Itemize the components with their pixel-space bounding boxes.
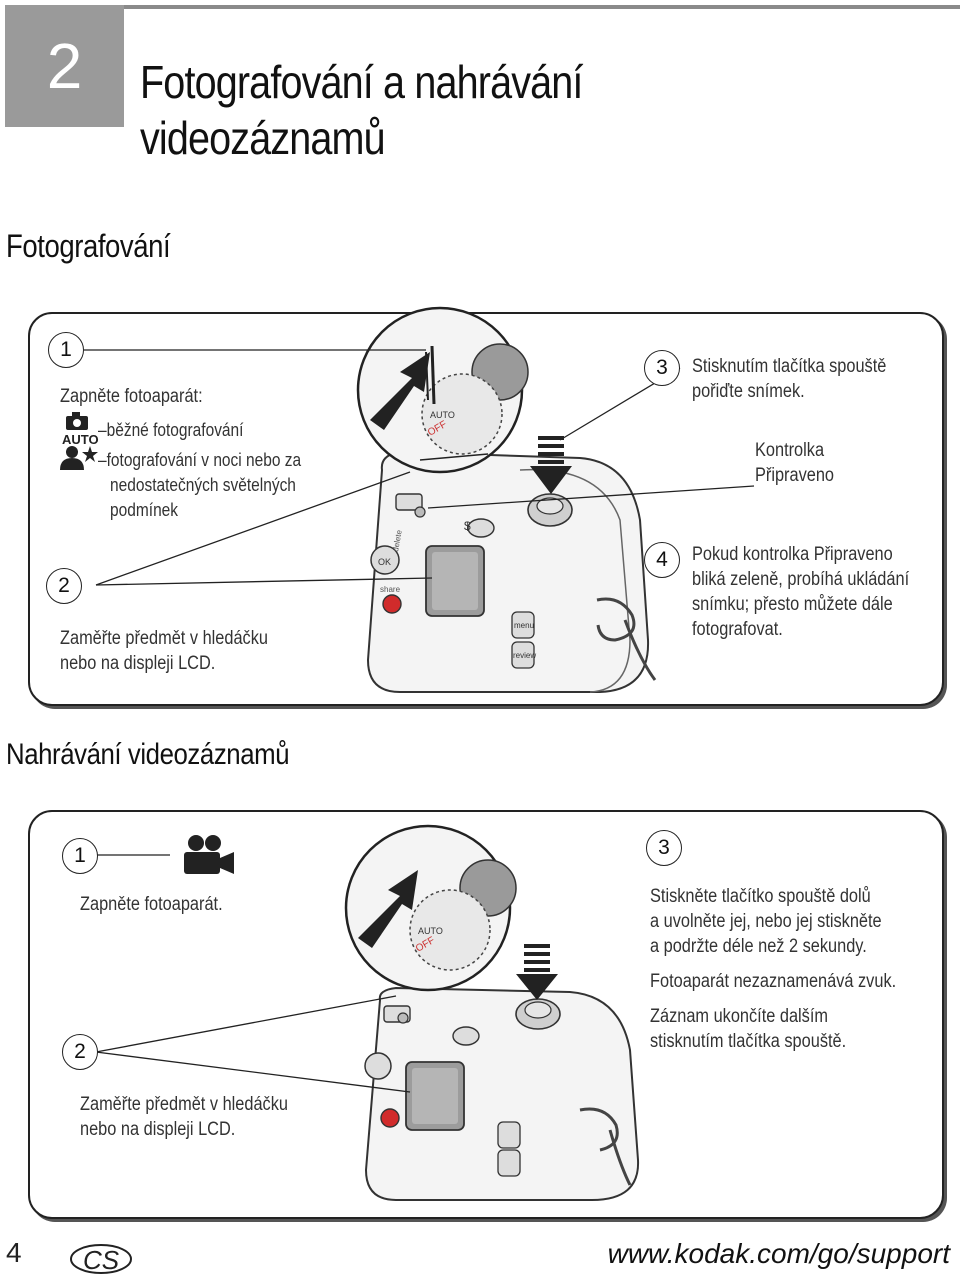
mode-dial-zoom-video: AUTO OFF bbox=[344, 824, 517, 992]
flash-button-video bbox=[452, 1026, 480, 1046]
step-3-video-line3: a podržte déle než 2 sekundy. bbox=[650, 936, 867, 957]
support-url-link[interactable]: www.kodak.com/go/support bbox=[607, 1238, 950, 1269]
svg-text:share: share bbox=[380, 585, 401, 594]
step-1-badge-video: 1 bbox=[62, 838, 98, 874]
press-arrow-video bbox=[516, 944, 558, 1000]
step-4-text-photo: Pokud kontrolka Připraveno bliká zeleně,… bbox=[692, 542, 909, 642]
camera-body-video bbox=[364, 986, 640, 1201]
step-3-video-line2: a uvolněte jej, nebo jej stiskněte bbox=[650, 911, 882, 932]
step-2-line1: Zaměřte předmět v hledáčku bbox=[60, 628, 268, 649]
chapter-number: 2 bbox=[46, 30, 83, 102]
svg-text:AUTO: AUTO bbox=[430, 410, 455, 420]
step-4-line2: bliká zeleně, probíhá ukládání bbox=[692, 569, 910, 590]
menu-button-video bbox=[497, 1121, 521, 1149]
step-2-video-line1: Zaměřte předmět v hledáčku bbox=[80, 1094, 288, 1115]
chapter-title-line2: videozáznamů bbox=[140, 112, 386, 164]
step-1-intro: Zapněte fotoaparát: bbox=[60, 386, 203, 407]
step-4-line1: Pokud kontrolka Připraveno bbox=[692, 544, 893, 565]
review-button-photo bbox=[511, 641, 535, 669]
section-heading-photo: Fotografování bbox=[6, 228, 171, 264]
viewfinder-photo bbox=[395, 493, 423, 511]
step-4-badge-photo: 4 bbox=[644, 542, 680, 578]
mode-dial-zoom-photo: AUTO OFF bbox=[356, 306, 529, 474]
step-3-line2: pořiďte snímek. bbox=[692, 381, 805, 402]
press-arrow-photo bbox=[530, 436, 572, 494]
flash-button-photo bbox=[467, 518, 495, 538]
ready-light-video bbox=[397, 1012, 409, 1024]
chapter-title-line1: Fotografování a nahrávání bbox=[140, 56, 583, 108]
menu-button-photo bbox=[511, 611, 535, 639]
review-button-video bbox=[497, 1149, 521, 1177]
step-2-text-photo: Zaměřte předmět v hledáčku nebo na displ… bbox=[60, 626, 268, 676]
svg-text:AUTO: AUTO bbox=[418, 926, 443, 936]
night-mode-icon bbox=[60, 446, 98, 470]
step-1-text-video: Zapněte fotoaparát. bbox=[80, 894, 223, 915]
step-3-video-line6: stisknutím tlačítka spouště. bbox=[650, 1031, 847, 1052]
section-heading-video: Nahrávání videozáznamů bbox=[6, 738, 290, 771]
mode-night-desc-line1: –fotografování v noci nebo za bbox=[98, 450, 302, 470]
mode-night-desc-line2: nedostatečných světelných bbox=[110, 475, 296, 495]
camera-auto-icon bbox=[66, 412, 88, 430]
step-3-badge-video: 3 bbox=[646, 830, 682, 866]
step-3-text-video: Stiskněte tlačítko spouště dolů a uvolně… bbox=[650, 884, 896, 1054]
step-4-line4: fotografovat. bbox=[692, 619, 783, 640]
mode-auto-desc: –běžné fotografování bbox=[98, 420, 244, 440]
ready-light-photo bbox=[414, 506, 426, 518]
step-2-video-line2: nebo na displeji LCD. bbox=[80, 1119, 236, 1140]
header-rule bbox=[124, 5, 960, 9]
step-3-video-line1: Stiskněte tlačítko spouště dolů bbox=[650, 886, 871, 907]
ok-button-video bbox=[364, 1052, 392, 1080]
ok-button-photo bbox=[370, 545, 400, 575]
share-button-photo bbox=[382, 594, 402, 614]
chapter-number-box: 2 bbox=[5, 5, 124, 127]
step-4-line3: snímku; přesto můžete dále bbox=[692, 594, 893, 615]
step-1-badge-photo: 1 bbox=[48, 332, 84, 368]
step-2-badge-video: 2 bbox=[62, 1034, 98, 1070]
chapter-title: Fotografování a nahrávání videozáznamů bbox=[140, 54, 742, 166]
mode-night-desc: –fotografování v noci nebo za nedostateč… bbox=[98, 448, 301, 523]
step-2-line2: nebo na displeji LCD. bbox=[60, 653, 216, 674]
mode-night-desc-line3: podmínek bbox=[110, 500, 179, 520]
step-2-badge-photo: 2 bbox=[46, 568, 82, 604]
ready-light-callout-line2: Připraveno bbox=[755, 465, 835, 486]
svg-text:review: review bbox=[513, 651, 536, 660]
svg-text:delete: delete bbox=[391, 529, 404, 553]
ready-light-callout: Kontrolka Připraveno bbox=[755, 438, 834, 488]
page-number: 4 bbox=[6, 1237, 22, 1268]
video-camera-icon bbox=[184, 835, 234, 874]
camera-body-photo: OK share delete $ menu review bbox=[366, 450, 657, 693]
svg-text:OK: OK bbox=[378, 557, 391, 567]
step-3-text-photo: Stisknutím tlačítka spouště pořiďte sním… bbox=[692, 354, 886, 404]
auto-icon-label: AUTO bbox=[62, 432, 99, 447]
svg-text:CS: CS bbox=[83, 1245, 120, 1275]
step-3-video-line4: Fotoaparát nezaznamenává zvuk. bbox=[650, 971, 897, 992]
step-2-text-video: Zaměřte předmět v hledáčku nebo na displ… bbox=[80, 1092, 288, 1142]
share-button-video bbox=[380, 1108, 400, 1128]
language-badge-icon: CS bbox=[70, 1244, 132, 1275]
svg-text:menu: menu bbox=[514, 621, 534, 630]
ready-light-callout-line1: Kontrolka bbox=[755, 440, 825, 461]
step-3-video-line5: Záznam ukončíte dalším bbox=[650, 1006, 829, 1027]
step-3-badge-photo: 3 bbox=[644, 350, 680, 386]
step-3-line1: Stisknutím tlačítka spouště bbox=[692, 356, 887, 377]
svg-text:$: $ bbox=[464, 519, 471, 533]
